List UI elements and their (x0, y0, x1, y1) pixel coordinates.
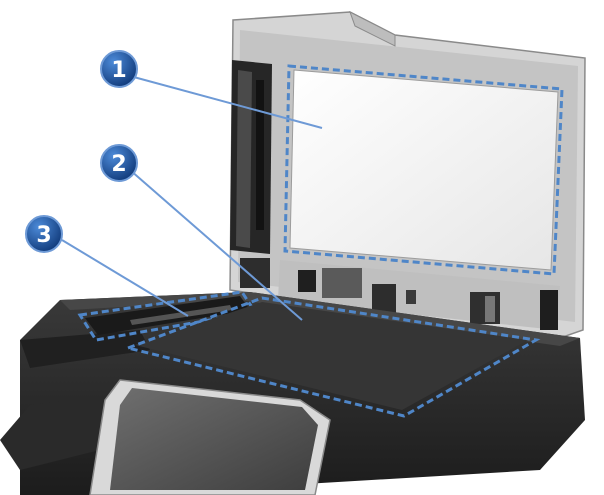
scanner-glass (122, 296, 541, 418)
control-panel (0, 379, 331, 495)
leader-line-1 (129, 75, 323, 129)
callout-1: 1 (100, 50, 138, 88)
lid-backing (283, 64, 564, 276)
leader-line-3 (61, 239, 189, 317)
callout-label-3: 3 (36, 223, 51, 248)
callout-label-2: 2 (111, 152, 126, 177)
lid-hinge-area (240, 258, 560, 330)
adf-backing-strip (230, 60, 272, 254)
callout-leader-lines (61, 75, 323, 321)
callout-label-1: 1 (111, 58, 126, 83)
callout-3: 3 (25, 215, 63, 253)
callout-2: 2 (100, 144, 138, 182)
leader-line-2 (129, 169, 303, 321)
